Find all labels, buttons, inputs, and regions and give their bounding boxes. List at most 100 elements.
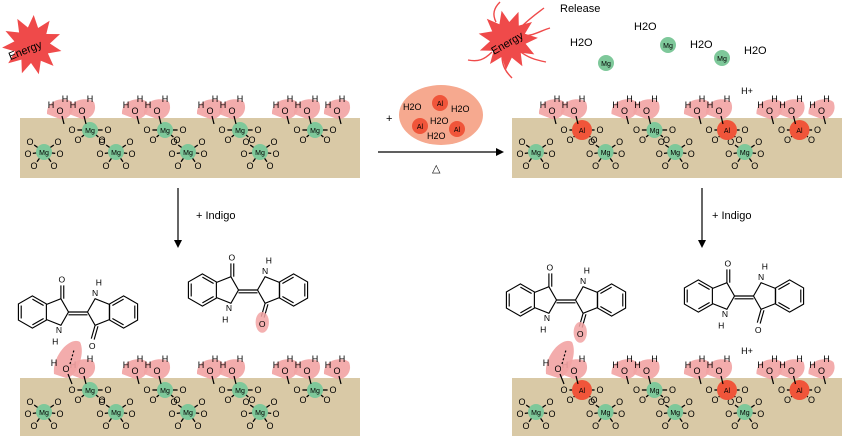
oxygen-atom: O [566,395,573,405]
hydroxyl-oxygen: O [78,366,85,376]
surface-hydroxyl: OHH [611,94,638,125]
hydroxyl-hydrogen: H [287,354,294,364]
pyrrole-ring [753,281,776,311]
oxygen-atom: O [548,149,555,159]
released-mg-3: Mg [714,50,730,66]
hydroxyl-oxygen: O [621,366,628,376]
heat-delta: △ [432,163,441,175]
oxygen-atom: O [548,409,555,419]
released-water-2: H2O [634,21,657,33]
mg-atom-icon [307,382,323,398]
oxygen-atom: O [299,395,306,405]
hydroxyl-hydrogen: H [554,94,561,104]
surface-hydroxyl: OHH [683,94,711,125]
hydroxyl-highlight [633,359,660,380]
oxygen-atom: O [688,409,695,419]
amine-nitrogen: N [92,288,98,298]
energy-burst-icon [2,15,62,75]
released-water-1: H2O [570,37,593,49]
oxygen-atom: O [808,135,815,145]
ellipse-al-1: Al [432,95,448,111]
hydroxyl-highlight [293,359,321,380]
oxygen-atom: O [711,395,718,405]
oxygen-atom: O [755,397,762,407]
hydroxyl-oxygen: O [228,106,235,116]
hydroxyl-hydrogen: H [162,354,169,364]
oxygen-atom: O [633,385,640,395]
plus-sign: + [386,113,392,125]
mg-atom-icon [157,382,173,398]
hydroxyl-highlight [808,359,835,380]
amine-nitrogen: N [758,272,764,282]
mg-label: Mg [235,388,245,395]
hydroxyl-oxygen: O [281,106,288,116]
oxygen-atom: O [633,125,640,135]
oxygen-atom: O [560,125,567,135]
hydroxyl-hydrogen: H [562,100,569,110]
surface-hydroxyl: OHH [196,354,224,385]
hydroxyl-hydrogen: H [312,94,319,104]
surface-hydroxyl: OHH [293,354,321,385]
hydroxyl-hydrogen: H [325,360,332,370]
hydroxyl-hydrogen: H [273,100,280,110]
hydroxyl-highlight [683,99,711,120]
hydroxyl-hydrogen: H [685,360,692,370]
hydroxyl-hydrogen: H [612,100,619,110]
hydroxyl-hydrogen: H [123,100,130,110]
oxygen-atom: O [224,135,231,145]
svg-text:Mg: Mg [601,61,611,68]
surface-hydroxyl: OHH [756,354,783,385]
pyrrole-ring [534,285,558,315]
hydroxyl-oxygen: O [818,106,825,116]
surface-hydroxyl: OHH [756,94,783,125]
hydroxyl-highlight [323,359,351,380]
oxygen-atom: O [242,397,249,407]
al-label: Al [579,388,586,395]
hydroxyl-hydrogen: H [809,360,816,370]
surface-hydroxyl: OHH [633,354,660,385]
oxygen-atom: O [293,385,300,395]
oxygen-atom: O [682,421,689,431]
surface-hydroxyl: OHH [143,94,171,125]
ellipse-al-2: Al [412,118,428,134]
hydroxyl-highlight [121,99,149,120]
carbonyl-highlight [255,311,269,333]
surface-hydroxyl: OHH [778,94,805,125]
oxygen-atom: O [590,395,597,405]
hydroxyl-oxygen: O [766,106,773,116]
oxygen-atom: O [104,125,111,135]
oxygen-atom: O [612,421,619,431]
mg-atom-icon [667,144,684,160]
hydroxyl-hydrogen: H [724,354,731,364]
hydroxyl-oxygen: O [788,106,795,116]
oxygen-atom: O [662,161,669,171]
hydroxyl-highlight [683,359,711,380]
hydroxyl-hydrogen: H [137,354,144,364]
indigo-step-label-left: + Indigo [196,210,235,222]
mg-atom-icon [232,122,248,138]
oxygen-atom: O [616,137,623,147]
mg-atom-icon [82,122,98,138]
surface-hydroxyl: OHH [323,94,351,125]
oxygen-atom: O [588,397,595,407]
surface-hydroxyl: OHH [778,354,805,385]
oxygen-atom: O [518,137,525,147]
oxygen-atom: O [126,397,133,407]
hydroxyl-hydrogen: H [579,94,586,104]
hydroxyl-highlight [778,359,805,380]
binding-oxygen: O [554,364,561,374]
oxygen-atom: O [586,149,593,159]
mg-label: Mg [111,150,121,157]
mg-atom-icon [646,382,663,398]
oxygen-atom: O [711,135,718,145]
indigo-step-label-right: + Indigo [712,210,751,222]
mg-atom-icon [232,382,248,398]
